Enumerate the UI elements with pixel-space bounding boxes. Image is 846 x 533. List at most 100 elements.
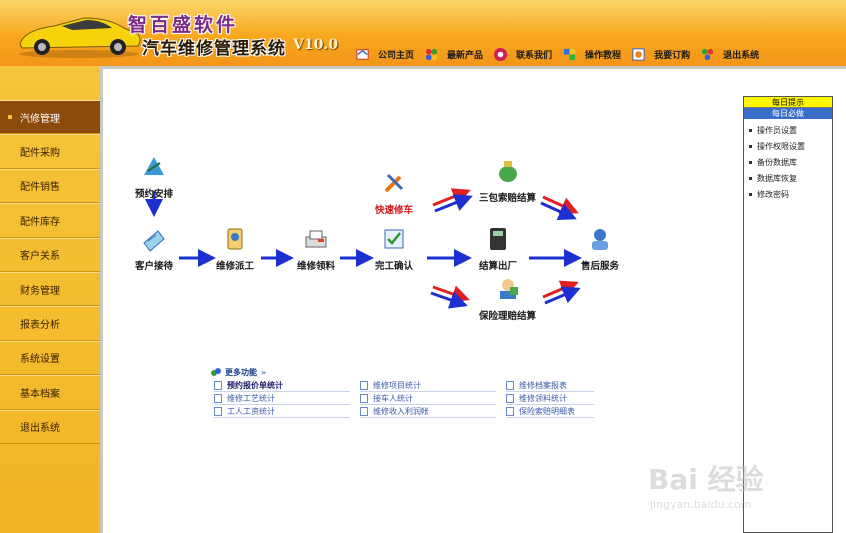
more-link-item-stats[interactable]: 维修项目统计: [360, 379, 496, 392]
exit-icon: [701, 48, 714, 60]
node-reception[interactable]: 客户接待: [135, 225, 173, 272]
node-completion[interactable]: 完工确认: [375, 225, 413, 272]
sidebar: 汽修管理 配件采购 配件销售 配件库存 客户关系 财务管理 报表分析 系统设置 …: [0, 66, 100, 533]
nav-label: 公司主页: [378, 50, 415, 61]
contact-icon: [493, 47, 508, 61]
nav-order[interactable]: 我要订购: [631, 47, 690, 62]
arrow-guarantee-blue: [540, 201, 577, 220]
bullet-icon: [749, 128, 752, 132]
document-icon: [360, 393, 368, 403]
more-link-material-stats[interactable]: 维修领料统计: [506, 392, 594, 405]
arrow-insurance-red: [542, 280, 579, 299]
app-version: V10.0: [293, 37, 338, 53]
document-icon: [506, 393, 514, 403]
daily-tips-panel: 每日提示 每日必做 操作员设置 操作权限设置 备份数据库 数据库恢复 修改密码: [743, 96, 833, 533]
flower-icon: [425, 48, 438, 60]
tips-title: 每日提示: [744, 97, 832, 108]
brand-name: 智百盛软件: [128, 14, 239, 36]
sidebar-item-customer[interactable]: 客户关系: [0, 237, 100, 272]
main-panel: 预约安排 客户接待 维修派工 维修领料 完工确认 快速修车 三包索赔结算 结算出…: [100, 66, 846, 533]
money-bag-icon: [498, 161, 517, 182]
dispatch-icon: [227, 228, 243, 250]
sidebar-item-sales[interactable]: 配件销售: [0, 168, 100, 204]
sidebar-item-inventory[interactable]: 配件库存: [0, 203, 100, 238]
more-link-quote-stats[interactable]: 预约报价单统计: [214, 379, 350, 392]
node-insurance[interactable]: 保险理赔结算: [479, 275, 536, 322]
bullet-icon: [749, 176, 752, 180]
sidebar-item-archive[interactable]: 基本档案: [0, 375, 100, 410]
nav-home[interactable]: 公司主页: [355, 47, 414, 62]
bullet-icon: [749, 192, 752, 196]
checklist-icon: [384, 229, 404, 249]
node-three-guarantee[interactable]: 三包索赔结算: [479, 157, 536, 204]
nav-tutorial[interactable]: 操作教程: [562, 47, 621, 62]
bullet-icon: [749, 160, 752, 164]
sidebar-item-purchase[interactable]: 配件采购: [0, 134, 100, 169]
nav-contact[interactable]: 联系我们: [493, 47, 552, 62]
document-icon: [506, 406, 514, 416]
appointment-icon: [144, 157, 164, 175]
nav-products[interactable]: 最新产品: [424, 47, 483, 62]
more-functions: 更多功能 » 预约报价单统计 维修项目统计 维修档案报表 维修工艺统计 接车人统…: [210, 365, 600, 418]
tip-item-operator[interactable]: 操作员设置: [744, 122, 832, 138]
more-link-wage-stats[interactable]: 工人工资统计: [214, 405, 350, 418]
nav-label: 联系我们: [516, 50, 553, 61]
tip-item-password[interactable]: 修改密码: [744, 186, 832, 202]
order-icon: [632, 47, 645, 61]
bullet-icon: [749, 144, 752, 148]
document-icon: [214, 380, 222, 390]
tools-icon: [384, 173, 404, 193]
app-title: 汽车维修管理系统: [142, 39, 286, 59]
more-icon: [211, 368, 221, 376]
more-link-archive-report[interactable]: 维修档案报表: [506, 379, 594, 392]
nav-label: 最新产品: [447, 50, 484, 61]
insurance-icon: [499, 279, 518, 299]
printer-icon: [305, 230, 327, 248]
document-icon: [506, 380, 514, 390]
node-after-sales[interactable]: 售后服务: [581, 225, 619, 272]
document-icon: [360, 406, 368, 416]
document-icon: [214, 406, 222, 416]
baidu-watermark: Bai 经验 jingyan.baidu.com: [648, 463, 764, 511]
arrow-insurance-blue: [544, 286, 581, 305]
home-icon: [356, 48, 369, 60]
node-material[interactable]: 维修领料: [297, 225, 335, 272]
node-quick-repair[interactable]: 快速修车: [375, 169, 413, 216]
sports-car-logo-icon: [19, 17, 141, 58]
arrow-up-blue: [434, 194, 473, 213]
more-link-profit-ledger[interactable]: 维修收入利润帐: [360, 405, 496, 418]
sidebar-item-settings[interactable]: 系统设置: [0, 340, 100, 376]
node-checkout[interactable]: 结算出厂: [479, 225, 517, 272]
tutorial-icon: [563, 48, 576, 60]
sidebar-item-reports[interactable]: 报表分析: [0, 306, 100, 341]
top-nav: 公司主页 最新产品 联系我们 操作教程 我要订购 退出系统: [355, 45, 769, 63]
nav-label: 我要订购: [654, 50, 691, 61]
more-functions-header: 更多功能 »: [210, 365, 600, 379]
document-icon: [360, 380, 368, 390]
sidebar-item-finance[interactable]: 财务管理: [0, 271, 100, 307]
tip-item-backup[interactable]: 备份数据库: [744, 154, 832, 170]
node-appointment[interactable]: 预约安排: [135, 153, 173, 200]
nav-label: 退出系统: [723, 50, 760, 61]
more-link-process-stats[interactable]: 维修工艺统计: [214, 392, 350, 405]
document-icon: [214, 393, 222, 403]
arrow-down-blue: [430, 291, 468, 309]
arrow-up-red: [432, 188, 471, 207]
more-link-receiver-stats[interactable]: 接车人统计: [360, 392, 496, 405]
reception-icon: [143, 230, 165, 252]
tip-item-restore[interactable]: 数据库恢复: [744, 170, 832, 186]
nav-exit[interactable]: 退出系统: [700, 47, 759, 62]
arrow-guarantee-red: [542, 195, 579, 214]
double-chevron-icon: »: [261, 367, 267, 377]
calculator-icon: [490, 228, 506, 250]
node-dispatch[interactable]: 维修派工: [216, 225, 254, 272]
more-link-claim-detail[interactable]: 保险索赔明细表: [506, 405, 594, 418]
sidebar-item-exit[interactable]: 退出系统: [0, 409, 100, 444]
flow-arrows: [145, 188, 582, 309]
active-dot-icon: [8, 115, 12, 120]
sidebar-item-repair[interactable]: 汽修管理: [0, 100, 100, 135]
customer-service-icon: [592, 229, 608, 250]
nav-label: 操作教程: [585, 50, 622, 61]
tip-item-permissions[interactable]: 操作权限设置: [744, 138, 832, 154]
tips-subtitle: 每日必做: [744, 108, 832, 119]
